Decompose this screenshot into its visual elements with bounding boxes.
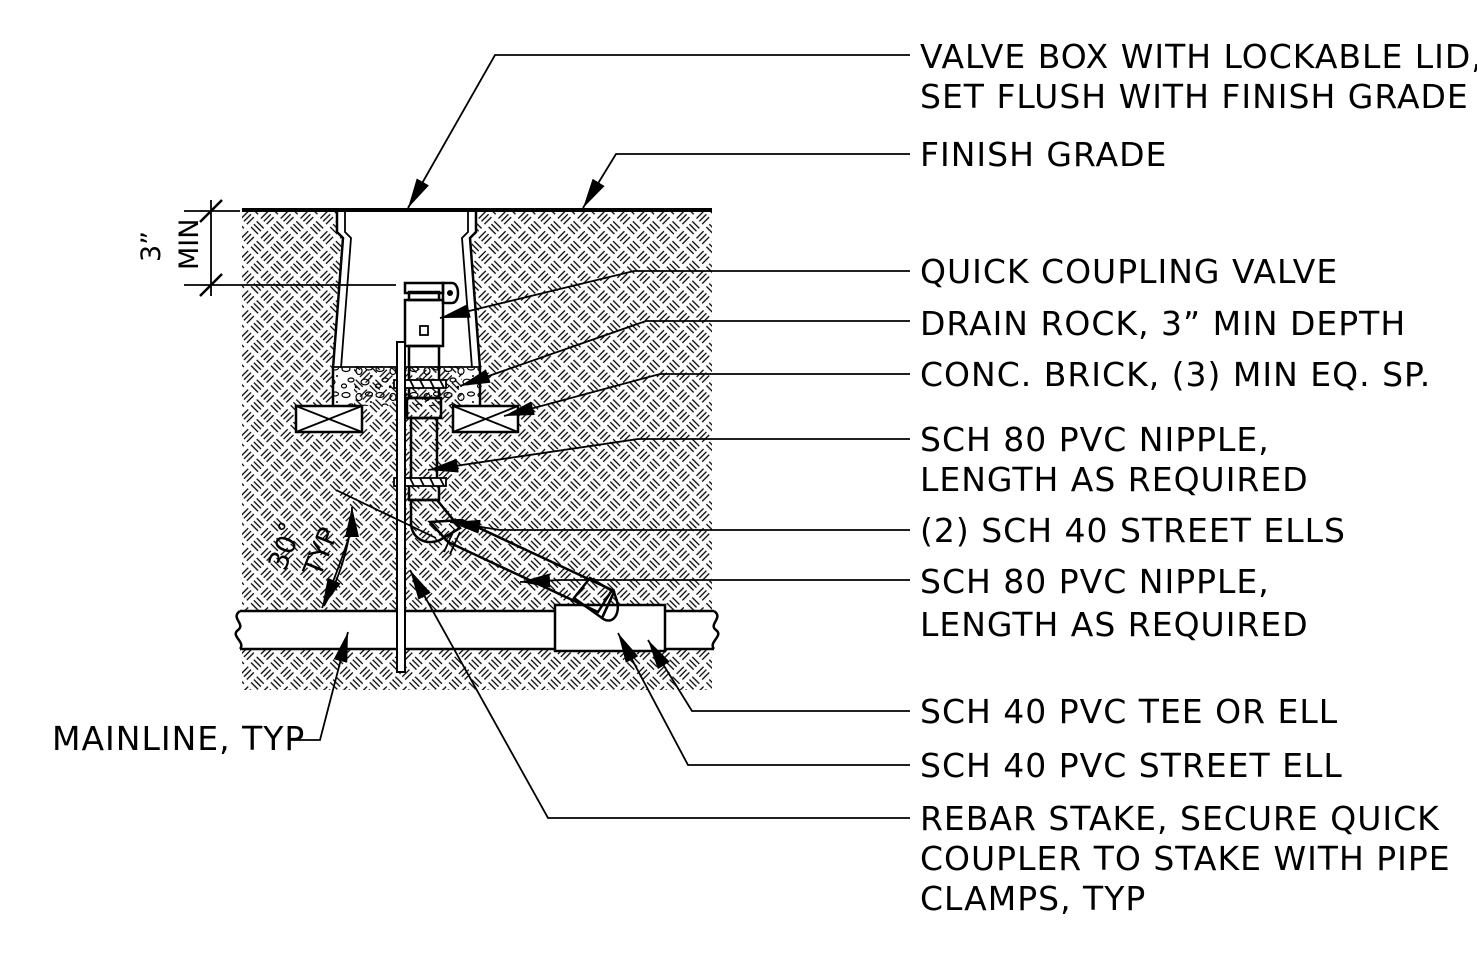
- leader-valve-box: [407, 54, 910, 209]
- label-drain-rock: DRAIN ROCK, 3” MIN DEPTH: [920, 304, 1406, 343]
- leader-street-ell: [617, 632, 910, 766]
- label-nipple-upper-line1: SCH 80 PVC NIPPLE,: [920, 420, 1270, 459]
- concrete-brick-left: [294, 404, 364, 434]
- pvc-tee-fitting: [553, 603, 667, 653]
- concrete-brick-right: [451, 404, 520, 434]
- leader-drain-rock: [459, 320, 910, 387]
- leader-nipple-upper: [427, 438, 910, 473]
- label-finish-grade: FINISH GRADE: [920, 135, 1167, 174]
- leader-finish-grade: [582, 153, 910, 209]
- leader-conc-brick: [503, 373, 910, 417]
- label-nipple-lower-line2: LENGTH AS REQUIRED: [920, 605, 1309, 644]
- leader-rebar: [409, 569, 910, 819]
- label-street-ell: SCH 40 PVC STREET ELL: [920, 746, 1343, 785]
- leader-quick-coupling: [439, 270, 910, 319]
- callout-labels: VALVE BOX WITH LOCKABLE LID, SET FLUSH W…: [52, 37, 1477, 918]
- soil-section: [230, 211, 726, 690]
- leader-nipple-lower: [519, 573, 910, 588]
- rebar-stake: [396, 341, 406, 673]
- label-mainline: MAINLINE, TYP: [52, 719, 305, 758]
- label-valve-box-line1: VALVE BOX WITH LOCKABLE LID,: [920, 37, 1477, 76]
- label-rebar-line1: REBAR STAKE, SECURE QUICK: [920, 799, 1440, 838]
- label-valve-box-line2: SET FLUSH WITH FINISH GRADE: [920, 77, 1469, 116]
- label-nipple-lower-line1: SCH 80 PVC NIPPLE,: [920, 562, 1270, 601]
- depth-dimension: 3” MIN: [136, 199, 396, 297]
- label-quick-coupling-valve: QUICK COUPLING VALVE: [920, 252, 1338, 291]
- leader-street-ells: [449, 519, 910, 534]
- label-tee-or-ell: SCH 40 PVC TEE OR ELL: [920, 692, 1338, 731]
- label-rebar-line3: CLAMPS, TYP: [920, 879, 1146, 918]
- depth-dimension-value: 3”: [136, 231, 167, 262]
- label-nipple-upper-line2: LENGTH AS REQUIRED: [920, 460, 1309, 499]
- label-conc-brick: CONC. BRICK, (3) MIN EQ. SP.: [920, 355, 1431, 394]
- leader-mainline: [290, 631, 349, 741]
- label-rebar-line2: COUPLER TO STAKE WITH PIPE: [920, 839, 1451, 878]
- leader-tee: [647, 639, 910, 712]
- depth-dimension-note: MIN: [174, 219, 205, 270]
- label-street-ells: (2) SCH 40 STREET ELLS: [920, 511, 1346, 550]
- leader-lines: [290, 54, 910, 819]
